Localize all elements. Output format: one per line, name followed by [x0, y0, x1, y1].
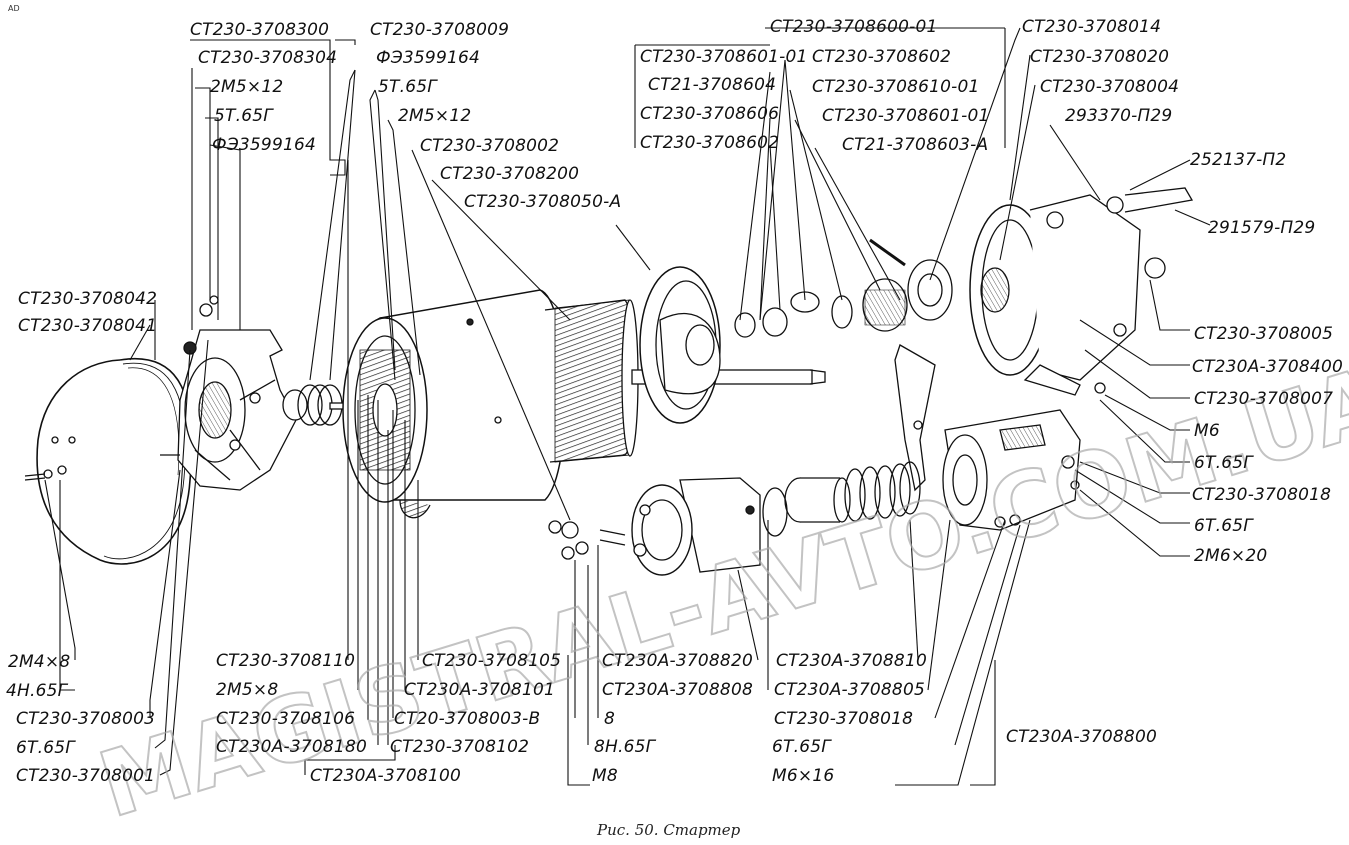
part-label: СТ230-3708110 [216, 651, 356, 671]
figure-caption: Рис. 50. Стартер [597, 821, 741, 839]
part-label: СТ230-3708004 [1040, 77, 1180, 97]
part-label: М8 [592, 766, 618, 786]
part-label: СТ230А-3708180 [216, 737, 367, 757]
part-label: СТ230А-3708800 [1006, 727, 1157, 747]
part-label: СТ20-3708003-В [394, 709, 541, 729]
part-label: СТ230-3708102 [390, 737, 530, 757]
part-label: СТ230-3708601-01 [640, 47, 808, 67]
part-label: СТ230-3708610-01 [812, 77, 980, 97]
part-label: 2М5×12 [398, 106, 472, 126]
part-label: 8Н.65Г [594, 737, 656, 757]
part-label: 2М6×20 [1194, 546, 1268, 566]
corner-mark: AD [8, 4, 20, 13]
part-label: СТ230-3708009 [370, 20, 510, 40]
part-label: ФЭ3599164 [376, 48, 481, 68]
part-label: СТ230-3708106 [216, 709, 356, 729]
pinion-drawing [869, 238, 953, 321]
part-label: СТ230-3708606 [640, 104, 780, 124]
shift-lever-drawing [894, 344, 936, 492]
part-label: 6Т.65Г [16, 738, 75, 758]
part-label: СТ230-3708602 [640, 133, 780, 153]
housing-field-drawing [342, 289, 566, 519]
part-label: 291579-П29 [1208, 218, 1316, 238]
part-label: СТ21-3708604 [648, 75, 777, 95]
part-label: СТ21-3708603-А [842, 135, 989, 155]
part-label: 8 [604, 709, 616, 729]
part-label: 5Т.65Г [214, 106, 273, 126]
part-label: СТ230А-3708810 [776, 651, 927, 671]
part-label: СТ230-3708003 [16, 709, 156, 729]
part-label: СТ230-3708600-01 [770, 17, 938, 37]
part-label: СТ230А-3708101 [404, 680, 555, 700]
plunger-drawing [762, 461, 921, 537]
part-label: СТ230-3708007 [1194, 389, 1334, 409]
part-label: 5Т.65Г [378, 77, 437, 97]
part-label: 293370-П29 [1065, 106, 1173, 126]
part-label: 2М5×12 [210, 77, 284, 97]
part-label: СТ230-3708300 [190, 20, 330, 40]
part-label: СТ230-3708050-А [464, 192, 622, 212]
part-label: 6Т.65Г [1194, 516, 1253, 536]
part-label: СТ230А-3708808 [602, 680, 753, 700]
solenoid-body-drawing [548, 477, 761, 576]
intermediate-plate-drawing [639, 266, 721, 424]
brush-holder-plate-drawing [160, 295, 297, 491]
part-label: СТ230-3708041 [18, 316, 158, 336]
armature-drawing [544, 299, 826, 463]
part-label: ФЭ3599164 [212, 135, 317, 155]
part-label: СТ230А-3708400 [1192, 357, 1343, 377]
part-label: СТ230А-3708820 [602, 651, 753, 671]
part-label: СТ230-3708005 [1194, 324, 1334, 344]
part-label: М6×16 [772, 766, 835, 786]
part-label: 2М4×8 [8, 652, 71, 672]
part-label: СТ230-3708014 [1022, 17, 1162, 37]
rear-cover-drawing [24, 358, 193, 565]
part-label: СТ230-3708002 [420, 136, 560, 156]
part-label: СТ230-3708018 [774, 709, 914, 729]
part-label: СТ230-3708200 [440, 164, 580, 184]
part-label: СТ230А-3708100 [310, 766, 461, 786]
part-label: СТ230-3708001 [16, 766, 156, 786]
drive-housing-drawing [969, 187, 1194, 396]
part-label: СТ230А-3708805 [774, 680, 925, 700]
part-label: СТ230-3708304 [198, 48, 338, 68]
part-label: СТ230-3708020 [1030, 47, 1170, 67]
part-label: М6 [1194, 421, 1220, 441]
part-label: 2М5×8 [216, 680, 279, 700]
part-label: СТ230-3708602 [812, 47, 952, 67]
part-label: СТ230-3708042 [18, 289, 158, 309]
part-label: СТ230-3708601-01 [822, 106, 990, 126]
part-label: 6Т.65Г [1194, 453, 1253, 473]
part-label: 252137-П2 [1190, 150, 1287, 170]
part-label: СТ230-3708018 [1192, 485, 1332, 505]
part-label: 6Т.65Г [772, 737, 831, 757]
part-label: 4Н.65Г [6, 681, 68, 701]
solenoid-flange-drawing [942, 409, 1081, 531]
leader-lines [44, 27, 1211, 786]
part-label: СТ230-3708105 [422, 651, 562, 671]
